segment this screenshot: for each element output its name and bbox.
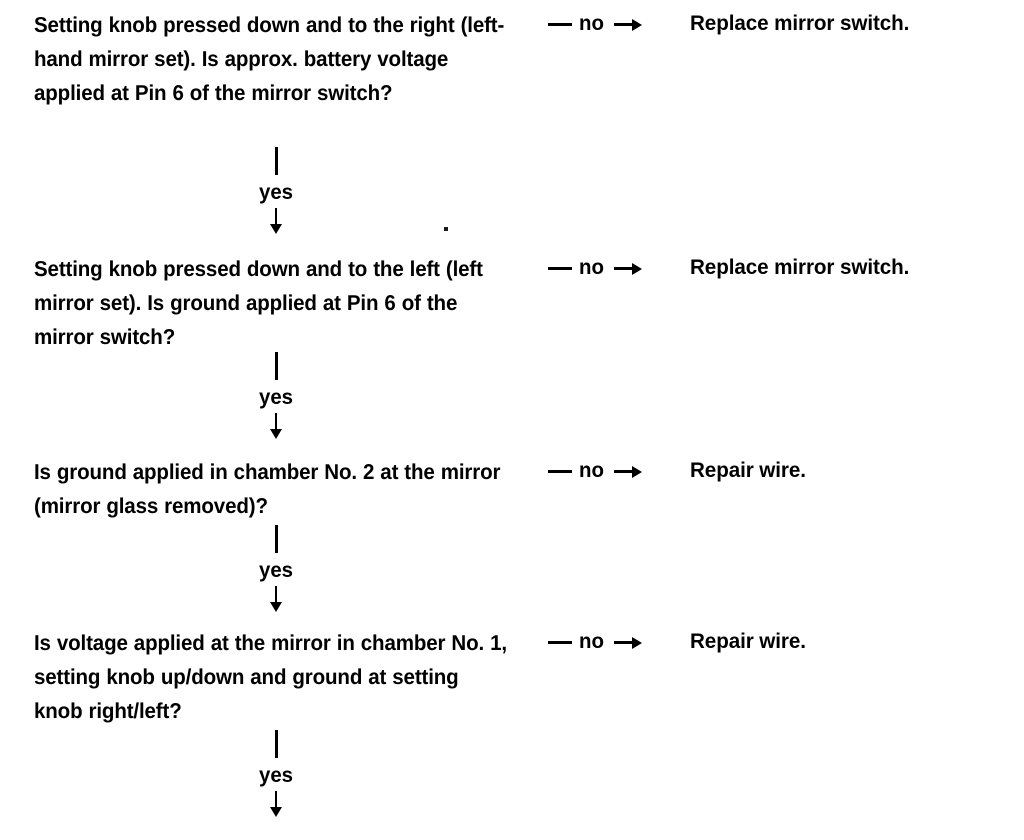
outcome-action-4: Repair wire.	[690, 629, 806, 653]
outcome-action-1: Replace mirror switch.	[690, 11, 910, 35]
arrow-right-icon	[614, 17, 644, 31]
yes-branch-label-4: yes	[258, 763, 294, 787]
yes-connector-2: yes	[236, 352, 316, 439]
scan-artifact-speck	[444, 227, 448, 231]
em-dash-icon	[548, 22, 572, 26]
arrow-right-icon	[614, 261, 644, 275]
no-branch-label-2: no	[579, 255, 604, 279]
yes-branch-label-3: yes	[258, 558, 294, 582]
outcome-action-3: Repair wire.	[690, 458, 806, 482]
no-branch-label-1: no	[579, 11, 604, 35]
decision-question-3: Is ground applied in chamber No. 2 at th…	[34, 460, 501, 518]
arrow-right-icon	[614, 464, 644, 478]
no-branch-3: no	[548, 455, 678, 485]
no-branch-label-4: no	[579, 629, 604, 653]
yes-connector-1: yes	[236, 147, 316, 234]
no-branch-label-3: no	[579, 458, 604, 482]
em-dash-icon	[548, 469, 572, 473]
decision-question-1: Setting knob pressed down and to the rig…	[34, 13, 505, 105]
connector-line-1	[274, 147, 278, 175]
yes-connector-4: yes	[236, 730, 316, 817]
outcome-action-2: Replace mirror switch.	[690, 255, 910, 279]
connector-line-3	[274, 525, 278, 553]
no-branch-4: no	[548, 626, 678, 656]
em-dash-icon	[548, 640, 572, 644]
arrow-right-icon	[614, 635, 644, 649]
arrow-down-icon	[267, 413, 285, 439]
connector-line-4	[274, 730, 278, 758]
em-dash-icon	[548, 266, 572, 270]
arrow-down-icon	[267, 586, 285, 612]
yes-connector-3: yes	[236, 525, 316, 612]
yes-branch-label-1: yes	[258, 180, 294, 204]
arrow-down-icon	[267, 791, 285, 817]
yes-branch-label-2: yes	[258, 385, 294, 409]
arrow-down-icon	[267, 208, 285, 234]
decision-question-4: Is voltage applied at the mirror in cham…	[34, 631, 507, 723]
connector-line-2	[274, 352, 278, 380]
no-branch-1: no	[548, 8, 678, 38]
no-branch-2: no	[548, 252, 678, 282]
decision-question-2: Setting knob pressed down and to the lef…	[34, 257, 483, 349]
